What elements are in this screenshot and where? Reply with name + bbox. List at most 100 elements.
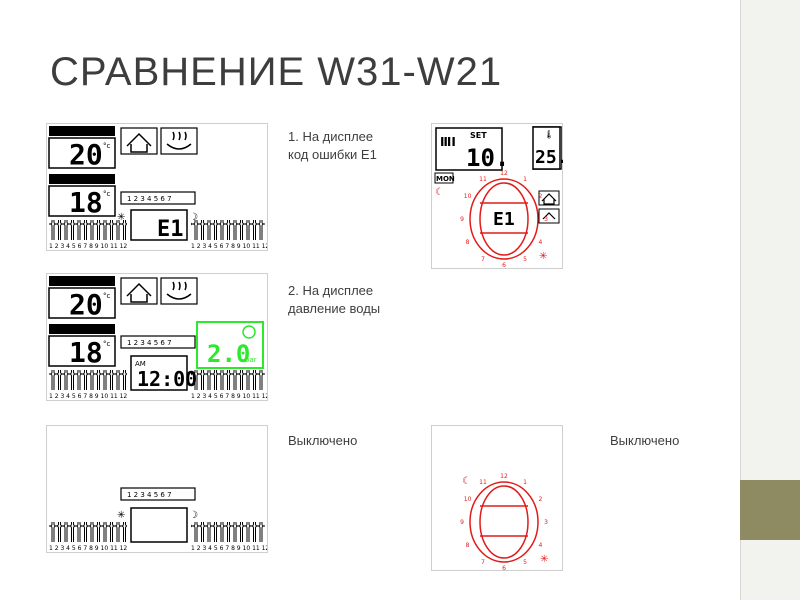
- tap-icon-box: [538, 208, 560, 224]
- dial-number: 3: [544, 216, 548, 223]
- moon-icon: ☾: [462, 476, 471, 487]
- water-temp-box: [48, 185, 116, 217]
- set-box: [435, 127, 503, 171]
- dial-number: 7: [481, 256, 485, 263]
- dial-number: 11: [479, 479, 487, 486]
- dial-number: 3: [544, 519, 548, 526]
- caption-line: код ошибки E1: [288, 147, 377, 162]
- heating-temp: 20: [69, 138, 103, 171]
- am-label: AM: [135, 360, 146, 368]
- house-icon: [541, 193, 557, 205]
- dial-inner: [479, 485, 529, 559]
- hour-bars-left: [49, 370, 127, 390]
- water-label-bar: [49, 324, 115, 334]
- caption-line: давление воды: [288, 301, 381, 316]
- hour-bars-right: [191, 522, 265, 542]
- sun-icon: ✳: [540, 554, 548, 565]
- hour-numbers-left: 1 2 3 4 5 6 7 8 9 10 11 12: [49, 545, 127, 552]
- w31-lcd-off: 1 2 3 4 5 6 7 ✳ ☽ 1 2 3 4 5 6 7 8 9 10 1…: [49, 487, 269, 552]
- dial-inner: [479, 182, 529, 256]
- water-temp: 18: [69, 186, 103, 219]
- caption-line: 2. На дисплее: [288, 283, 374, 298]
- celsius-unit: °c: [103, 190, 111, 198]
- hour-bars-right: [191, 220, 265, 240]
- heating-temp: 20: [69, 288, 103, 321]
- side-decoration-bottom: [740, 540, 800, 600]
- heating-temp-box: [48, 137, 116, 169]
- clock: 12:00: [137, 367, 197, 391]
- hot-water-icon-box: [160, 277, 198, 305]
- w31-lcd-error: 20 °c 18 °c 1 2 3 4 5 6 7 ✳ E1 ☽ 1 2 3 4…: [48, 126, 269, 250]
- caption-error-code: 1. На дисплее код ошибки E1: [288, 128, 377, 164]
- w31-display-pressure: 20 °c 18 °c 1 2 3 4 5 6 7 2.0 bar AM 12:…: [46, 273, 269, 401]
- pressure-box: [196, 321, 264, 369]
- radiator-icon: ⅢⅠ: [440, 135, 456, 149]
- dial-number: 5: [523, 559, 527, 566]
- hour-numbers-right: 1 2 3 4 5 6 7 8 9 10 11 12: [191, 545, 267, 552]
- celsius-unit: °c: [103, 292, 111, 300]
- sun-icon: ✳: [117, 510, 125, 521]
- dial-number: 8: [466, 239, 470, 246]
- hot-water-icon-box: [160, 127, 198, 155]
- empty-box: [130, 507, 188, 543]
- dial-number: 11: [479, 176, 487, 183]
- hour-bars: [49, 220, 265, 240]
- moon-icon: ☽: [189, 212, 198, 223]
- hour-bars-left: [49, 220, 127, 240]
- heating-temp-box: [48, 287, 116, 319]
- gauge-icon: [242, 325, 256, 339]
- dial-number: 6: [502, 565, 506, 570]
- house-icon-box: [538, 190, 560, 206]
- room-temp: 25.: [535, 147, 563, 168]
- error-code: E1: [493, 209, 515, 230]
- w31-lcd-pressure: 20 °c 18 °c 1 2 3 4 5 6 7 2.0 bar AM 12:…: [48, 276, 269, 400]
- celsius-unit: °c: [103, 142, 111, 150]
- dial-number: 4: [538, 542, 542, 549]
- days-box: [120, 191, 196, 205]
- hour-numbers-left: 1 2 3 4 5 6 7 8 9 10 11 12: [49, 243, 127, 250]
- error-code: E1: [157, 217, 184, 242]
- clock-box: [130, 355, 188, 391]
- hour-numbers-right: 1 2 3 4 5 6 7 8 9 10 11 12: [191, 243, 267, 250]
- days-box: [120, 487, 196, 501]
- sun-icon: ✳: [117, 212, 125, 223]
- house-icon-box: [120, 127, 158, 155]
- dial-number: 7: [481, 559, 485, 566]
- w31-display-error: 20 °c 18 °c 1 2 3 4 5 6 7 ✳ E1 ☽ 1 2 3 4…: [46, 123, 269, 251]
- dial-number: 12: [500, 473, 508, 480]
- dial-number: 4: [538, 239, 542, 246]
- days-row: 1 2 3 4 5 6 7: [127, 491, 172, 499]
- heating-label-bar: [49, 126, 115, 136]
- room-temp-box: [532, 126, 562, 170]
- sun-icon: ✳: [539, 251, 547, 262]
- day-label: MON: [436, 175, 455, 183]
- caption-off-w31: Выключено: [288, 433, 358, 448]
- house-icon-box: [120, 277, 158, 305]
- dial-number: 10: [464, 496, 472, 503]
- dial-number: 9: [460, 216, 464, 223]
- dial-number: 1: [523, 479, 527, 486]
- caption-water-pressure: 2. На дисплее давление воды: [288, 282, 380, 318]
- dial-number: 5: [523, 256, 527, 263]
- house-icon: [126, 282, 152, 303]
- water-temp-box: [48, 335, 116, 367]
- error-box: [130, 209, 188, 241]
- side-accent-band: [740, 480, 800, 540]
- dial-number: 1: [523, 176, 527, 183]
- hot-water-icon: [166, 281, 192, 300]
- dial-number: 2: [538, 193, 542, 200]
- water-temp: 18: [69, 336, 103, 369]
- moon-icon: ☽: [189, 510, 198, 521]
- hot-water-icon: [166, 131, 192, 150]
- w21-lcd-error: ⅢⅠ SET 10.: [435, 127, 509, 172]
- tap-icon: [542, 212, 556, 220]
- dial-number: 2: [538, 496, 542, 503]
- celsius-unit: °c: [103, 340, 111, 348]
- dial-outer: [469, 481, 539, 563]
- hour-bars-left: [49, 522, 127, 542]
- caption-line: 1. На дисплее: [288, 129, 374, 144]
- water-label-bar: [49, 174, 115, 184]
